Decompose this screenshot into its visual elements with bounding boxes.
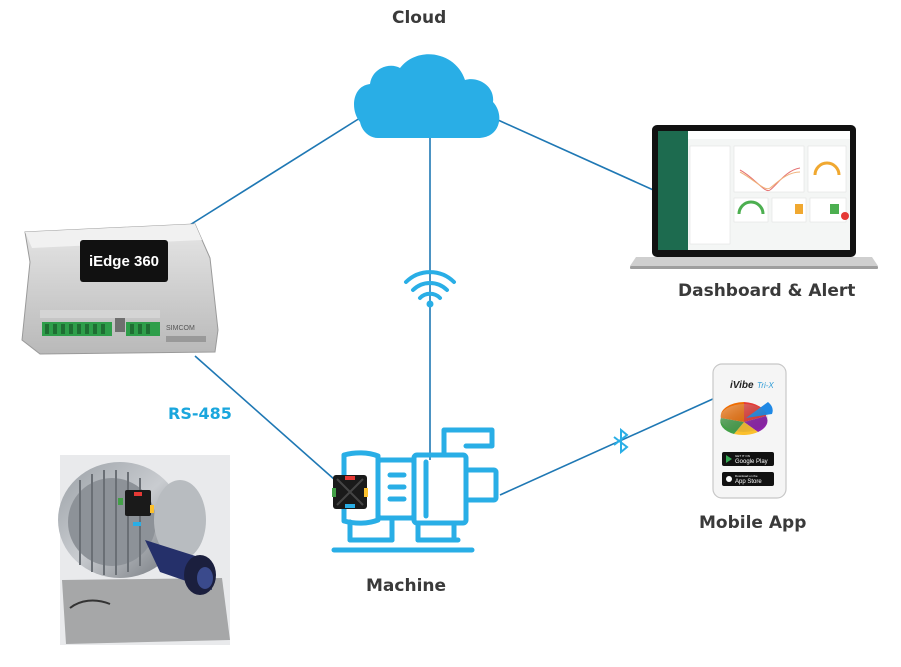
bluetooth-icon [613,427,629,455]
gateway-screen [80,240,168,282]
app-store-button[interactable]: Download on the App Store [722,472,774,486]
dashboard-sidebar [658,131,688,250]
pump-icon [331,427,499,553]
machine-label: Machine [366,576,447,596]
line-cloud-gateway [184,117,361,229]
gateway-brand: SIMCOM [166,325,195,332]
wifi-icon [404,270,456,308]
dashboard-label: Dashboard & Alert [678,281,856,301]
cloud-label: Cloud [392,8,447,28]
pie-chart-icon [720,402,773,436]
motor-photo [58,455,230,645]
cloud-icon [354,54,500,139]
connection-lines [184,117,716,496]
iedge-gateway: iEdge 360 SIMCOM [21,223,219,355]
gateway-terminal-block-right [126,322,160,336]
app-title-prefix: iVibe [730,380,754,391]
vibration-sensor [332,475,368,509]
line-gateway-machine [194,355,336,481]
gateway-screen-text: iEdge 360 [89,253,159,270]
app-store-label: App Store [735,479,762,485]
rs485-label: RS-485 [168,404,232,423]
laptop-dashboard [630,125,878,269]
mobile-app-label: Mobile App [699,513,807,533]
google-play-caption: GET IT ON [735,454,750,458]
app-store-caption: Download on the [735,474,758,478]
google-play-label: Google Play [735,459,768,465]
google-play-button[interactable]: GET IT ON Google Play [722,452,774,466]
app-title-suffix: Tri-X [757,381,774,390]
mobile-phone: iVibe Tri-X GET IT ON Google Play Downlo… [712,363,787,499]
line-cloud-dashboard [497,119,661,194]
line-machine-app [499,397,716,496]
